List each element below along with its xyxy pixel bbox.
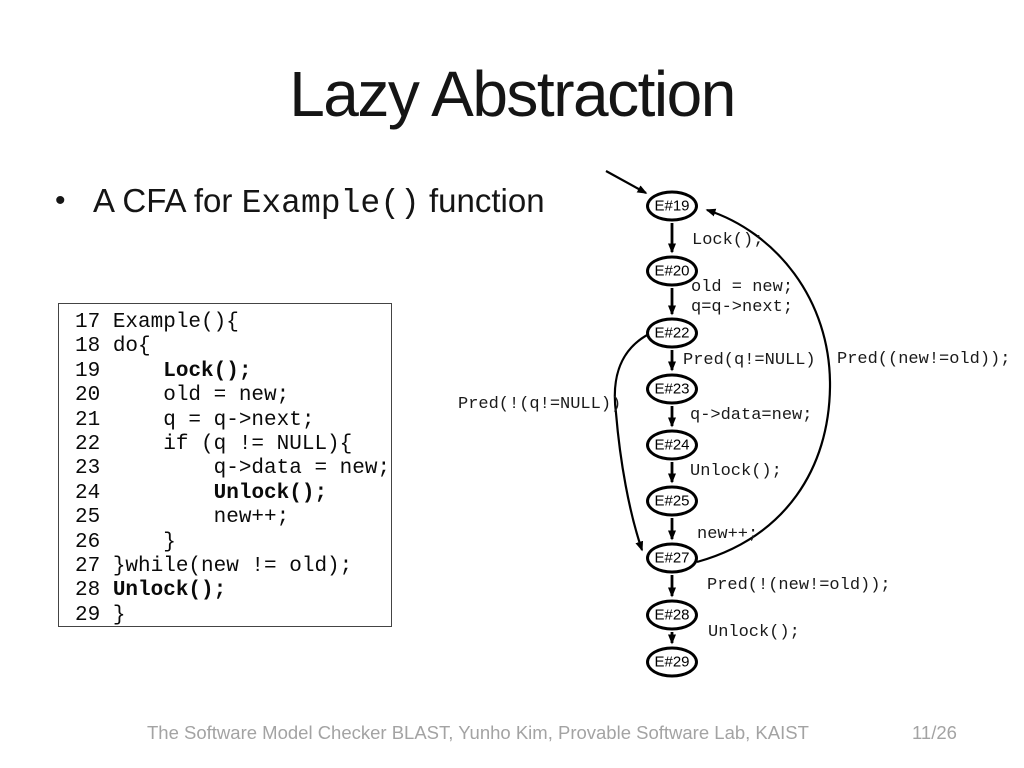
footer-credit: The Software Model Checker BLAST, Yunho … bbox=[147, 722, 809, 743]
code-line: 24 Unlock(); bbox=[75, 482, 391, 506]
cfa-node-e28: E#28 bbox=[646, 599, 698, 631]
cfa-node-e20: E#20 bbox=[646, 255, 698, 287]
code-segment: } bbox=[112, 603, 126, 627]
cfa-node-e29: E#29 bbox=[646, 646, 698, 678]
code-line: 18 do{ bbox=[75, 335, 391, 359]
code-line-number: 25 bbox=[75, 506, 113, 530]
code-line-number: 17 bbox=[75, 311, 113, 334]
code-segment: old = new; bbox=[112, 384, 290, 408]
edge-e27-e19-loop bbox=[696, 208, 832, 564]
code-line: 29 } bbox=[75, 604, 391, 628]
cfa-node-e19: E#19 bbox=[646, 190, 698, 222]
code-segment: Unlock(); bbox=[213, 481, 328, 505]
edge-label: Pred((new!=old)); bbox=[837, 350, 1011, 369]
code-line: 20 old = new; bbox=[75, 384, 391, 408]
code-line: 26 } bbox=[75, 531, 391, 555]
edge-label: Pred(!(new!=old)); bbox=[707, 576, 891, 595]
code-segment: }while(new != old); bbox=[112, 555, 353, 579]
bullet-code-text: Example() bbox=[241, 185, 420, 222]
code-line: 27 }while(new != old); bbox=[75, 555, 391, 579]
code-line-number: 21 bbox=[75, 408, 113, 432]
edge-label: old = new; q=q->next; bbox=[691, 278, 794, 317]
code-line-number: 27 bbox=[75, 555, 113, 579]
code-line-number: 23 bbox=[75, 457, 113, 481]
code-segment: if (q != NULL){ bbox=[112, 433, 353, 457]
cfa-node-e27: E#27 bbox=[646, 542, 698, 574]
edge-label: q->data=new; bbox=[690, 406, 813, 425]
code-line-number: 28 bbox=[75, 579, 113, 603]
cfa-node-e24: E#24 bbox=[646, 429, 698, 461]
code-lines: 17 Example(){18 do{19 Lock();20 old = ne… bbox=[75, 311, 391, 628]
code-listing-box: 17 Example(){18 do{19 Lock();20 old = ne… bbox=[58, 303, 392, 627]
code-line-number: 26 bbox=[75, 530, 113, 554]
cfa-node-e23: E#23 bbox=[646, 373, 698, 405]
edge-label: Lock(); bbox=[692, 231, 764, 250]
slide-title: Lazy Abstraction bbox=[289, 58, 736, 130]
cfa-node-e25: E#25 bbox=[646, 485, 698, 517]
edge-label: new++; bbox=[697, 525, 759, 544]
code-line-number: 22 bbox=[75, 433, 113, 457]
code-line: 21 q = q->next; bbox=[75, 409, 391, 433]
edge-start-e19 bbox=[605, 170, 648, 194]
edge-label: Pred(q!=NULL) bbox=[683, 351, 816, 370]
code-segment: Lock(); bbox=[163, 359, 252, 383]
code-line-number: 24 bbox=[75, 481, 113, 505]
code-line: 19 Lock(); bbox=[75, 360, 391, 384]
code-segment: new++; bbox=[112, 506, 290, 530]
edge-e22-e27-branch bbox=[613, 333, 650, 552]
code-line-number: 18 bbox=[75, 335, 113, 359]
code-segment: Example(){ bbox=[112, 311, 239, 334]
bullet-text-suffix: function bbox=[419, 182, 545, 219]
bullet-marker: • bbox=[55, 184, 66, 217]
code-line: 22 if (q != NULL){ bbox=[75, 433, 391, 457]
code-line: 17 Example(){ bbox=[75, 311, 391, 335]
bullet-item: • A CFA for Example() function bbox=[55, 182, 675, 222]
page-number: 11/26 bbox=[912, 722, 957, 743]
edge-label: Unlock(); bbox=[708, 623, 800, 642]
code-line-number: 29 bbox=[75, 603, 113, 627]
edge-label: Unlock(); bbox=[690, 462, 782, 481]
code-segment: } bbox=[112, 530, 176, 554]
code-segment: Unlock(); bbox=[112, 579, 227, 603]
code-segment: q->data = new; bbox=[112, 457, 391, 481]
code-segment: do{ bbox=[112, 335, 151, 359]
bullet-text-prefix: A CFA for bbox=[93, 182, 242, 219]
code-line: 25 new++; bbox=[75, 506, 391, 530]
code-line-number: 20 bbox=[75, 384, 113, 408]
code-segment: q = q->next; bbox=[112, 408, 315, 432]
code-line: 28 Unlock(); bbox=[75, 579, 391, 603]
cfa-node-e22: E#22 bbox=[646, 317, 698, 349]
code-line-number: 19 bbox=[75, 359, 113, 383]
code-line: 23 q->data = new; bbox=[75, 457, 391, 481]
edge-label: Pred(!(q!=NULL)) bbox=[458, 395, 622, 414]
